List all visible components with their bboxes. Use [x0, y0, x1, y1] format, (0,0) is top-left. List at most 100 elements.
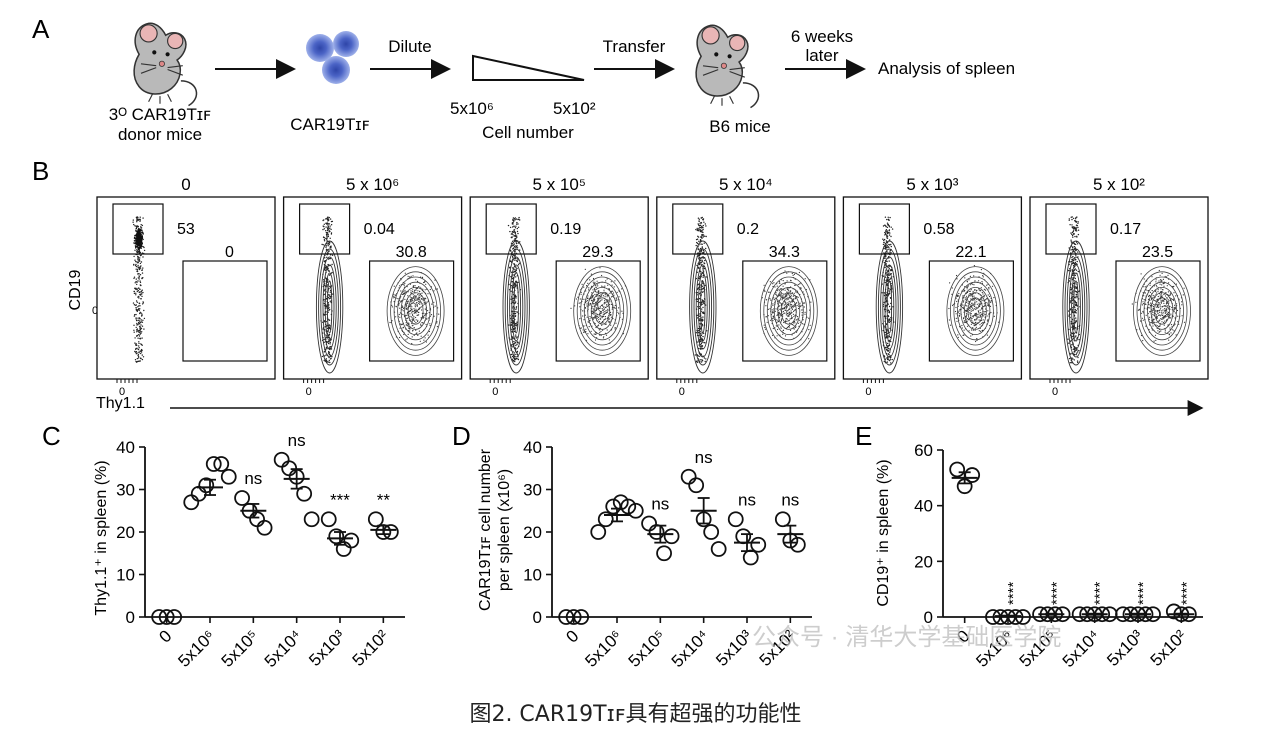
flow-event-dot [135, 251, 138, 253]
flow-event-dot [583, 325, 585, 327]
flow-event-dot [135, 326, 137, 329]
flow-event-dot [977, 307, 979, 309]
flow-event-dot [602, 305, 604, 307]
flow-event-dot [609, 301, 611, 303]
flow-event-dot [515, 218, 518, 220]
flow-event-dot [138, 243, 140, 245]
flow-event-dot [331, 254, 334, 256]
flow-event-dot [136, 221, 138, 223]
flow-event-dot [419, 303, 421, 305]
flow-event-dot [512, 359, 515, 362]
flow-event-dot [604, 312, 606, 315]
flow-event-dot [886, 244, 888, 247]
flow-event-dot [779, 294, 781, 296]
flow-event-dot [963, 300, 965, 302]
flow-event-dot [958, 310, 960, 312]
flow-event-dot [1075, 335, 1077, 337]
flow-event-dot [1160, 302, 1162, 304]
flow-event-dot [958, 295, 960, 297]
flow-event-dot [980, 269, 983, 271]
flow-event-dot [888, 341, 890, 343]
flow-event-dot [778, 290, 780, 292]
flow-event-dot [788, 293, 790, 295]
flow-event-dot [399, 285, 401, 287]
flow-event-dot [1177, 315, 1179, 317]
flow-event-dot [890, 226, 892, 228]
flow-event-dot [775, 292, 777, 294]
flow-event-dot [883, 360, 885, 363]
flow-contour [777, 292, 801, 330]
flow-event-dot [583, 331, 585, 333]
flow-event-dot [589, 302, 592, 305]
flow-event-dot [602, 337, 605, 339]
flow-event-dot [329, 308, 331, 311]
flow-event-dot [703, 357, 706, 359]
flow-event-dot [884, 257, 886, 259]
flow-event-dot [883, 292, 885, 294]
flow-event-dot [780, 313, 782, 315]
flow-event-dot [975, 306, 977, 308]
flow-event-dot [416, 304, 418, 306]
flow-event-dot [977, 316, 979, 318]
flow-event-dot [886, 218, 888, 221]
flow-event-dot [429, 324, 431, 327]
flow-event-dot [135, 317, 137, 319]
figure-caption: 图2. CAR19Tɪꜰ具有超强的功能性 [469, 702, 802, 727]
flow-event-dot [769, 298, 771, 300]
flow-event-dot [1072, 255, 1074, 258]
flow-event-dot [513, 247, 515, 249]
flow-event-dot [1076, 235, 1078, 237]
flow-event-dot [328, 333, 330, 336]
flow-event-dot [1159, 324, 1161, 326]
flow-contour [967, 297, 984, 325]
flow-event-dot [138, 297, 140, 299]
data-point [680, 468, 697, 485]
flow-event-dot [132, 302, 135, 304]
flow-event-dot [418, 294, 420, 296]
flow-event-dot [604, 294, 606, 296]
flow-event-dot [510, 321, 513, 324]
flow-event-dot [883, 241, 885, 244]
flow-event-dot [1140, 312, 1142, 314]
flow-event-dot [141, 269, 144, 271]
flow-event-dot [703, 242, 705, 244]
flow-event-dot [1167, 313, 1169, 315]
flow-event-dot [592, 308, 594, 310]
flow-event-dot [142, 256, 144, 258]
flow-event-dot [974, 289, 976, 291]
flow-event-dot [433, 290, 435, 292]
flow-event-dot [965, 301, 968, 303]
flow-event-dot [138, 334, 140, 336]
flow-event-dot [404, 291, 407, 293]
flow-event-dot [575, 298, 578, 300]
flow-event-dot [598, 329, 600, 331]
flow-event-dot [976, 303, 978, 305]
flow-event-dot [512, 356, 515, 359]
flow-event-dot [987, 302, 989, 304]
flow-event-dot [701, 325, 704, 327]
flow-event-dot [603, 320, 605, 322]
flow-event-dot [1169, 293, 1171, 295]
flow-event-dot [1169, 294, 1171, 296]
flow-event-dot [972, 299, 974, 302]
flow-event-dot [138, 357, 140, 359]
flow-event-dot [419, 291, 421, 293]
flow-event-dot [139, 233, 141, 235]
flow-event-dot [517, 226, 520, 228]
flow-event-dot [1074, 258, 1077, 261]
cd19-percent: 0.58 [923, 221, 954, 238]
flow-event-dot [516, 321, 518, 323]
flow-event-dot [413, 327, 415, 329]
flow-event-dot [417, 300, 420, 302]
flow-event-dot [323, 338, 325, 341]
flow-event-dot [1072, 230, 1075, 233]
flow-event-dot [594, 288, 596, 290]
flow-event-dot [1071, 224, 1073, 226]
flow-event-dot [324, 321, 326, 323]
flow-event-dot [764, 326, 766, 329]
y-tick-label: 20 [523, 523, 542, 542]
flow-event-dot [509, 249, 512, 251]
flow-event-dot [1172, 298, 1174, 301]
analysis-label: Analysis of spleen [878, 59, 1015, 78]
flow-event-dot [1074, 353, 1076, 356]
